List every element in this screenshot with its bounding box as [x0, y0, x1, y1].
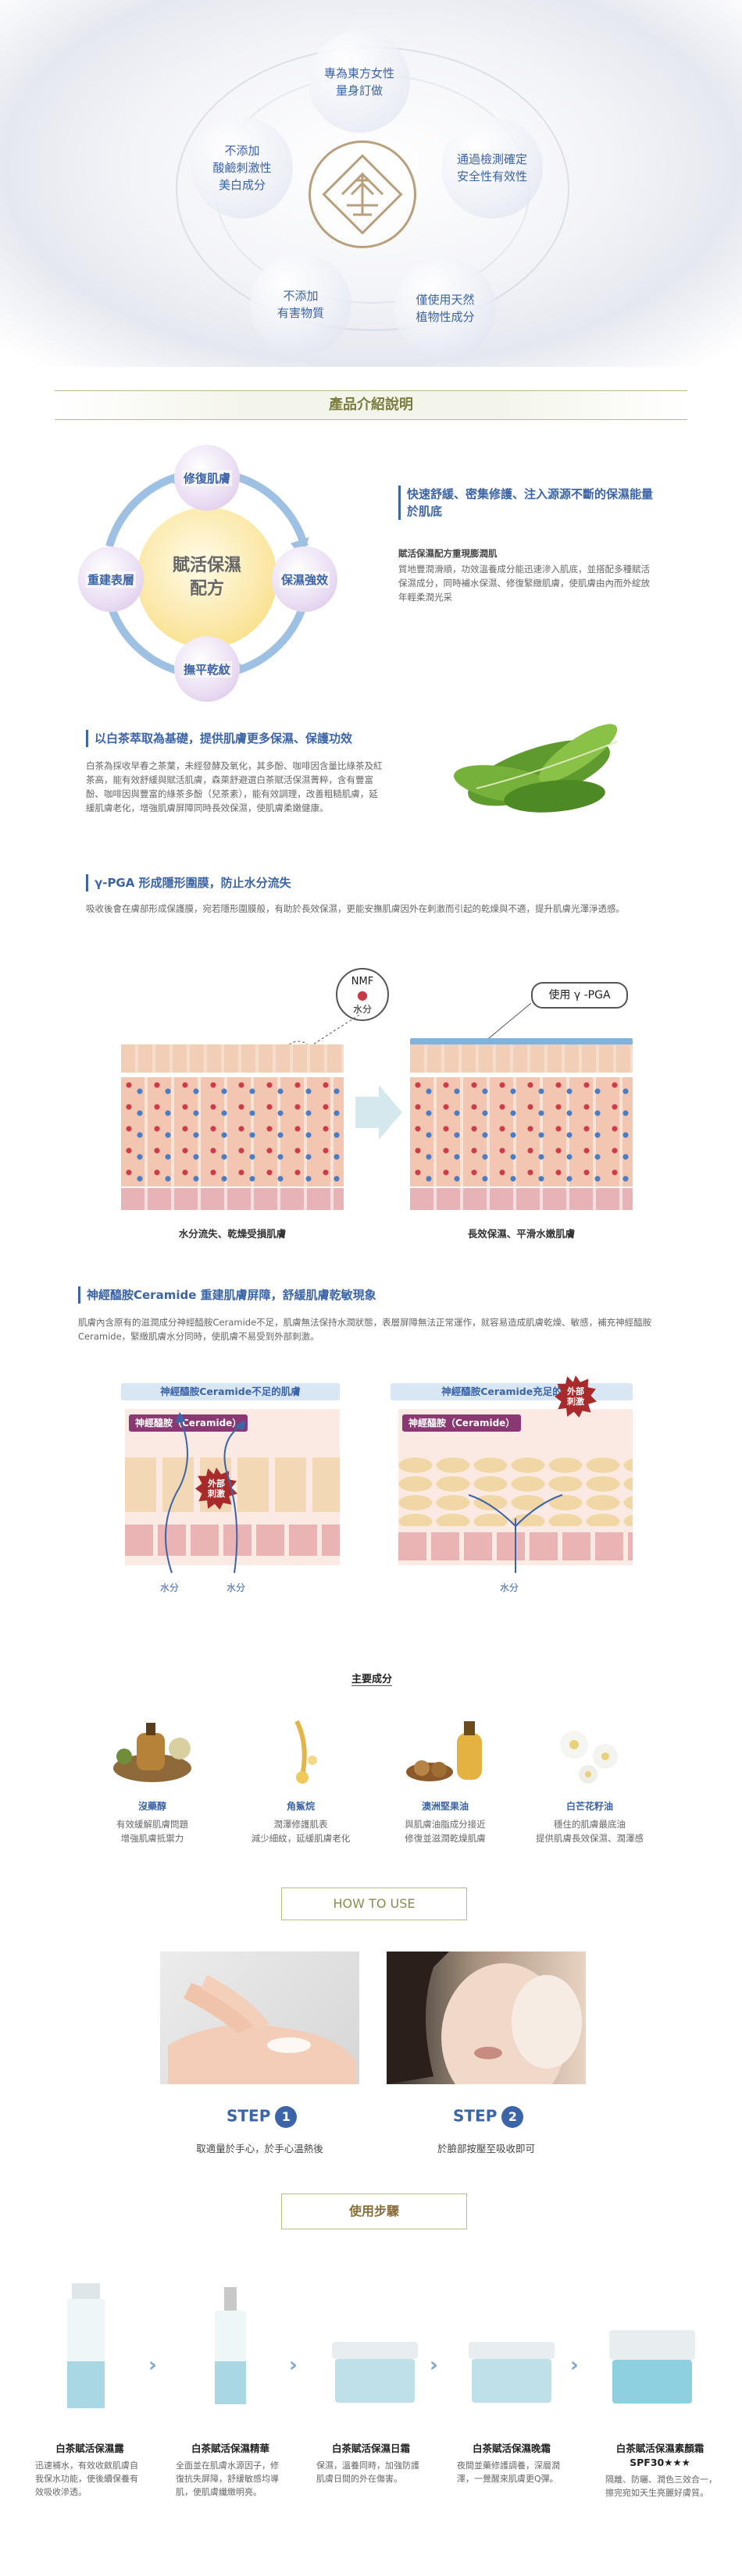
step-2-desc: 於臉部按壓至吸收即可: [437, 2143, 535, 2154]
product-name: 白茶賦活保濕晚霜: [472, 2443, 551, 2454]
ceramide-heading: 神經醯胺Ceramide 重建肌膚屏障，舒緩肌膚乾敏現象: [78, 1286, 477, 1304]
usage-steps-title: 使用步驟: [281, 2194, 467, 2229]
hero-bubble: 不添加 有害物質: [250, 254, 351, 355]
cycle-node: 保濕強效: [272, 546, 337, 612]
ingredient-desc: 穩住的肌膚最底油 提供肌膚長效保濕、潤澤感: [536, 1819, 644, 1844]
ingredient-desc: 與肌膚油脂成分接近 修復並滋潤乾燥肌膚: [405, 1819, 486, 1844]
product-desc: 夜間並藥修護調養，深層潤澤，一覺醒來肌膚更Q彈。: [457, 2460, 560, 2484]
ingredient-desc: 有效緩解肌膚問題 增強肌膚抵禦力: [116, 1819, 188, 1844]
nmf-callout: NMF ● 水分: [336, 968, 389, 1021]
pga-pointer: [483, 1003, 532, 1043]
toner-bottle-image: [67, 2283, 105, 2408]
tinted-cream-jar-image: [609, 2330, 695, 2403]
product-name: 白茶賦活保濕日霜: [331, 2443, 410, 2454]
chevron-right-icon: ›: [430, 2354, 438, 2377]
ceramide-rich-title: 神經醯胺Ceramide充足的肌膚: [391, 1383, 633, 1400]
step1-photo-hand: [160, 1952, 359, 2084]
product-name: 白茶賦活保濕素顏霜 SPF30★★★: [615, 2443, 705, 2468]
how-to-use-title: HOW TO USE: [281, 1888, 467, 1920]
intro-body: 質地豐潤滑順，功效溫養成分能迅速滲入肌底，並搭配多種賦活保濕成分，同時補水保濕、…: [398, 564, 650, 603]
product-name: 白茶賦活保濕露: [55, 2443, 124, 2454]
ingredient-name: 白芒花籽油: [565, 1801, 613, 1812]
product-name: 白茶賦活保濕精華: [191, 2443, 269, 2454]
ceramide-tag: 神經醯胺（Ceramide）: [129, 1414, 248, 1432]
product-desc: 迅速補水，有效收斂肌膚自我保水功能，使後續保養有效吸收滲透。: [35, 2460, 138, 2497]
ceramide-tag: 神經醯胺（Ceramide）: [402, 1414, 522, 1432]
hero-bubble: 專為東方女性 量身訂做: [309, 31, 410, 133]
pga-body: 吸收後會在膚部形成保護膜，宛若隱形圍膜般，有助於長效保濕，更能安撫肌膚因外在刺激…: [86, 903, 625, 914]
ingredient-name: 角鯊烷: [286, 1801, 315, 1812]
water-label: 水分: [227, 1582, 246, 1593]
meadowfoam-flower-image: [560, 1731, 618, 1784]
arrow-right-icon: [355, 1085, 402, 1140]
serum-bottle-image: [215, 2287, 246, 2404]
chevron-right-icon: ›: [570, 2354, 579, 2377]
bisabolol-image: [113, 1723, 191, 1782]
section-title: 產品介紹說明: [329, 397, 413, 413]
pga-use-label: 使用 γ -PGA: [531, 982, 628, 1009]
water-retained-arrows: [468, 1494, 563, 1573]
hero-banner: 專為東方女性 量身訂做 不添加 酸鹼刺激性 美白成分 通過檢測確定 安全性有效性…: [0, 0, 742, 367]
pga-film: [410, 1038, 633, 1044]
water-escape-arrows: [165, 1412, 245, 1574]
hero-bubble: 僅使用天然 植物性成分: [394, 258, 496, 359]
intro-subheading: 賦活保濕配方重現膨潤肌: [398, 548, 498, 559]
brand-emblem-icon: [309, 141, 416, 248]
ceramide-lacking-title: 神經醯胺Ceramide不足的肌膚: [121, 1383, 340, 1400]
hero-bubble: 不添加 酸鹼刺激性 美白成分: [191, 117, 293, 219]
product-desc: 保濕，溫養同時，加強防護肌膚日間的外在傷害。: [316, 2460, 419, 2484]
skin-caption-moist: 長效保濕、平滑水嫩肌膚: [467, 1228, 576, 1240]
ingredient-desc: 潤澤修護肌表 減少細紋，延緩肌膚老化: [251, 1819, 351, 1844]
chevron-right-icon: ›: [148, 2354, 157, 2377]
ingredient-name: 沒藥醇: [137, 1801, 166, 1812]
cycle-node: 修復肌膚: [174, 445, 240, 511]
ceramide-diagram-lacking: [125, 1409, 340, 1565]
cycle-node: 撫平乾紋: [174, 636, 240, 702]
day-cream-jar-image: [332, 2342, 418, 2403]
chevron-right-icon: ›: [289, 2354, 298, 2377]
hero-bubble: 通過檢測確定 安全性有效性: [441, 117, 543, 219]
tea-heading: 以白茶萃取為基礎，提供肌膚更多保濕、保護功效: [86, 730, 423, 747]
cycle-center: 賦活保濕 配方: [137, 507, 277, 648]
ingredient-name: 澳洲堅果油: [421, 1801, 469, 1812]
ceramide-body: 肌膚內含原有的滋潤成分神經醯胺Ceramide不足，肌膚無法保持水潤狀態，表層屏…: [78, 1317, 652, 1342]
tea-leaves-image: [453, 724, 618, 813]
water-label: 水分: [160, 1582, 180, 1593]
section-title-bar: 產品介紹說明: [55, 390, 687, 420]
step-1-desc: 取適量於手心，於手心溫熱後: [196, 2143, 323, 2154]
cycle-node: 重建表層: [78, 546, 144, 612]
pga-heading: γ-PGA 形成隱形圍膜，防止水分流失: [86, 874, 407, 891]
night-cream-jar-image: [469, 2342, 555, 2403]
product-desc: 全面並在肌膚水源因子，修復抗失屏障，舒緩敏感均導肌，使肌膚纖緻明亮。: [176, 2460, 279, 2497]
macadamia-oil-image: [406, 1721, 482, 1781]
water-drop-icon: ●: [357, 987, 368, 1002]
squalane-image: [294, 1720, 317, 1784]
ingredients-title: 主要成分: [351, 1670, 393, 1686]
tea-body: 白茶為採收早春之茶葉，未經發酵及氧化，其多酚、咖啡因含量比綠茶及紅茶高，能有效舒…: [86, 760, 383, 813]
skin-diagram-moist: [410, 1038, 633, 1214]
water-label: 水分: [500, 1582, 519, 1593]
product-desc: 隔離、防曬、潤色三效合一，擦完宛如天生亮麗好膚質。: [605, 2475, 717, 2498]
skin-caption-dry: 水分流失、乾燥受損肌膚: [178, 1228, 287, 1240]
skin-diagram-dry: [121, 1038, 344, 1214]
intro-heading: 快速舒緩、密集修護、注入源源不斷的保濕能量於肌底: [398, 486, 657, 520]
step2-photo-face: [387, 1952, 586, 2084]
